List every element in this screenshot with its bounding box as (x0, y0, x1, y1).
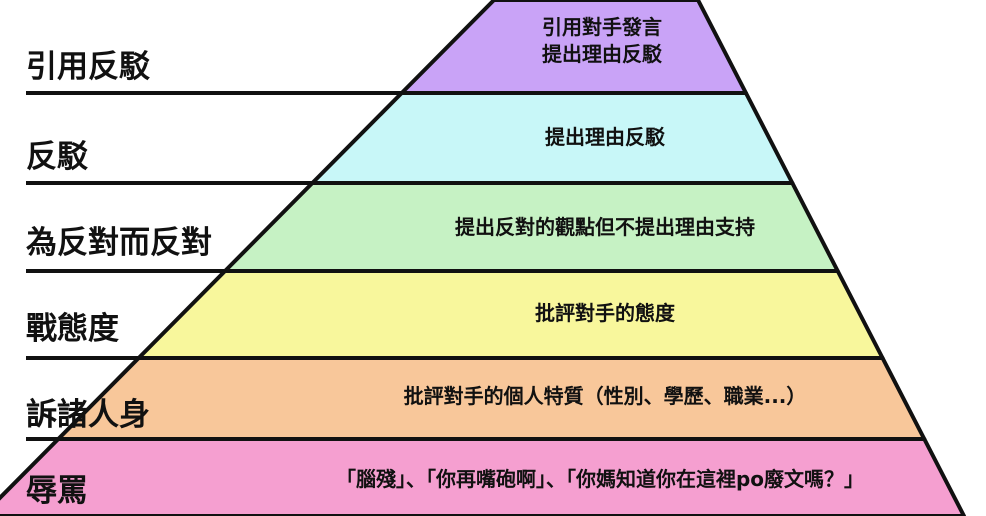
tier-description-line: 引用對手發言 (542, 15, 662, 39)
tier-description-line: 批評對手的個人特質（性別、學歷、職業...） (403, 384, 807, 408)
tier-description-line: 「腦殘」、「你再嘴砲啊」、「你媽知道你在這裡po廢文嗎？」 (335, 467, 865, 491)
tier-description-line: 批評對手的態度 (535, 301, 675, 325)
tier-description-line: 提出理由反駁 (545, 125, 665, 149)
tier-description-5: 批評對手的個人特質（性別、學歷、職業...） (404, 383, 807, 410)
tier-description-line: 提出理由反駁 (542, 42, 662, 66)
level-label-2: 反駁 (26, 139, 88, 175)
tier-description-4: 批評對手的態度 (535, 300, 675, 327)
level-label-1: 引用反駁 (26, 49, 150, 85)
tier-description-2: 提出理由反駁 (545, 124, 665, 151)
tier-description-1: 引用對手發言提出理由反駁 (542, 14, 662, 68)
tier-description-line: 提出反對的觀點但不提出理由支持 (455, 215, 755, 239)
tier-description-6: 「腦殘」、「你再嘴砲啊」、「你媽知道你在這裡po廢文嗎？」 (336, 466, 864, 493)
level-label-3: 為反對而反對 (26, 225, 212, 261)
pyramid-tier-4 (136, 269, 885, 360)
level-label-6: 辱罵 (26, 473, 88, 509)
level-label-4: 戰態度 (26, 311, 119, 347)
pyramid-tier-6 (0, 437, 966, 516)
tier-description-3: 提出反對的觀點但不提出理由支持 (455, 214, 755, 241)
level-label-5: 訴諸人身 (26, 397, 150, 433)
